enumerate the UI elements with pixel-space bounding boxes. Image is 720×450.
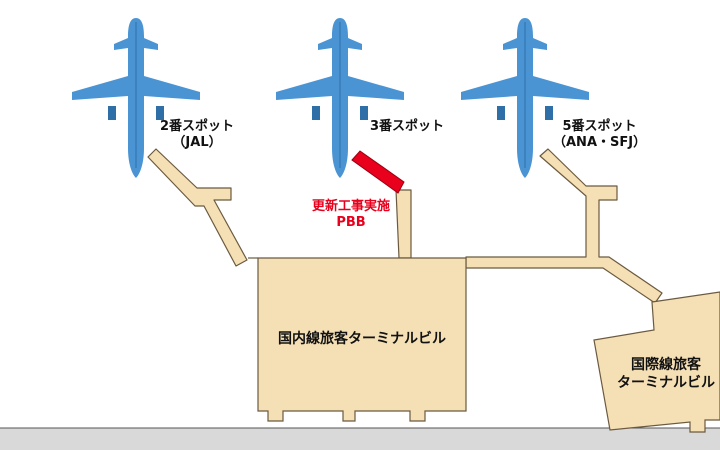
international-terminal-line2: ターミナルビル (617, 375, 715, 391)
spot-5-name: 5番スポット (562, 119, 637, 134)
international-terminal-building (593, 291, 720, 433)
pbb-spot-5 (465, 148, 663, 304)
spot-5-operator: （ANA・SFJ） (553, 135, 647, 150)
spot-3-name: 3番スポット (370, 119, 445, 134)
pbb-under-renovation (351, 150, 405, 194)
international-terminal-line1: 国際線旅客 (631, 357, 701, 373)
apron-ground (0, 428, 720, 450)
spot-2-name: 2番スポット (160, 119, 235, 134)
aircraft-spot-2 (72, 18, 200, 178)
pbb-renovation-note: 更新工事実施 PBB (303, 199, 399, 231)
pbb-spot-2 (147, 148, 248, 267)
spot-3-label: 3番スポット (370, 119, 444, 135)
pbb-note-line2: PBB (336, 215, 366, 230)
aircraft-spot-3 (276, 18, 404, 178)
domestic-terminal-label: 国内線旅客ターミナルビル (278, 331, 446, 347)
domestic-terminal-building (257, 257, 467, 422)
spot-5-label: 5番スポット （ANA・SFJ） (553, 119, 646, 151)
spot-2-operator: （JAL） (172, 135, 222, 150)
aircraft-spot-5 (461, 18, 589, 178)
spot-2-label: 2番スポット （JAL） (160, 119, 234, 151)
international-terminal-label: 国際線旅客 ターミナルビル (612, 356, 720, 392)
pbb-note-line1: 更新工事実施 (311, 199, 390, 214)
